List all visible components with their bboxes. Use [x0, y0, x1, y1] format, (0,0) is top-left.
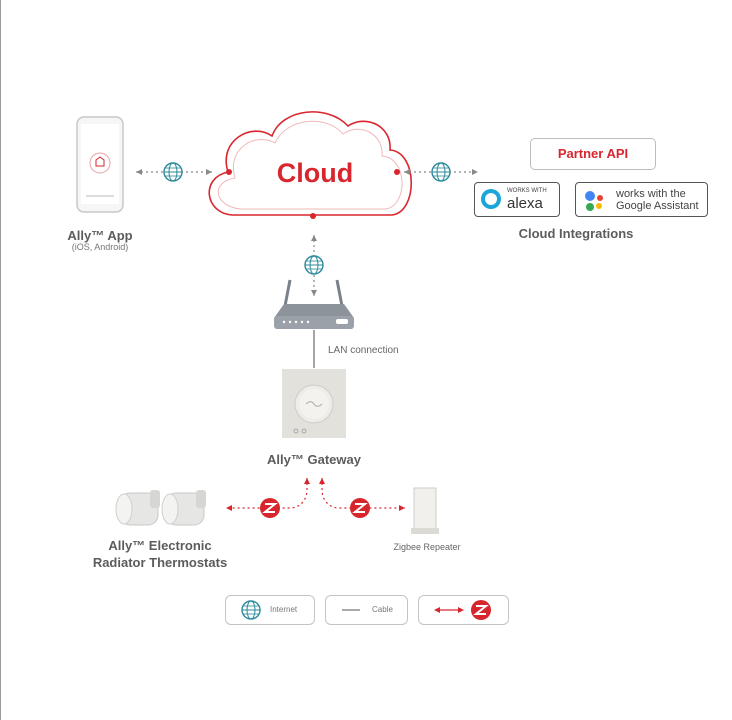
repeater-icon	[411, 487, 439, 534]
thermostats-title-line2: Radiator Thermostats	[92, 555, 228, 570]
google-assistant-badge: works with the Google Assistant	[575, 182, 708, 217]
gateway-title: Ally™ Gateway	[267, 452, 361, 467]
router-icon	[274, 279, 354, 329]
gateway-icon	[282, 369, 346, 438]
legend-internet-label: Internet	[270, 605, 298, 614]
left-frame-border	[0, 0, 1, 720]
legend-cable: Cable	[325, 595, 408, 625]
alexa-small-label: WORKS WITH	[507, 188, 547, 194]
legend-zigbee	[418, 595, 509, 625]
alexa-badge: WORKS WITH alexa	[474, 182, 560, 217]
cloud-integrations-title: Cloud Integrations	[518, 226, 634, 241]
google-line2: Google Assistant	[616, 200, 699, 212]
legend-internet: Internet	[225, 595, 315, 625]
legend-zigbee-arrow	[434, 599, 492, 621]
app-cloud-link	[136, 162, 212, 182]
legend-cable-label: Cable	[372, 605, 393, 614]
gateway-repeater-link	[319, 478, 405, 519]
gateway-thermostat-link	[226, 478, 310, 519]
cloud-shape	[208, 111, 412, 219]
google-assistant-icon	[585, 191, 603, 211]
alexa-name: alexa	[507, 195, 543, 212]
partner-api-button[interactable]: Partner API	[530, 138, 656, 170]
cloud-router-link	[304, 235, 324, 296]
cloud-integrations-link	[404, 162, 478, 182]
google-line1: works with the	[616, 188, 686, 200]
thermostats-title-line1: Ally™ Electronic	[108, 538, 212, 553]
cloud-label: Cloud	[276, 158, 354, 188]
thermostat-icon	[115, 490, 206, 526]
lan-connection-label: LAN connection	[328, 345, 399, 356]
smartphone-icon	[76, 116, 124, 213]
zigbee-repeater-label: Zigbee Repeater	[393, 542, 461, 552]
alexa-icon	[481, 189, 501, 209]
app-subtitle: (iOS, Android)	[71, 242, 129, 252]
app-title: Ally™ App	[67, 228, 133, 243]
